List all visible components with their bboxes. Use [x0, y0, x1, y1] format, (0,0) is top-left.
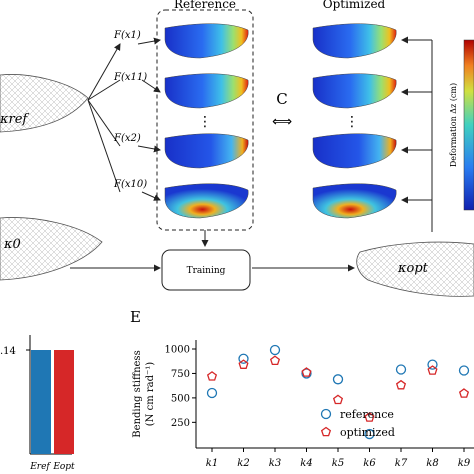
legend-optimized-label: optimized — [340, 426, 395, 439]
optimized-title: Optimized — [323, 0, 386, 11]
point-reference-k6 — [364, 428, 375, 440]
kappa-opt-label: κopt — [397, 261, 429, 276]
point-optimized-k7 — [395, 379, 407, 390]
reference-wings — [164, 23, 249, 219]
point-reference-k8 — [427, 359, 438, 370]
y-tick-label-250: 250 — [171, 418, 190, 429]
point-reference-k9 — [458, 365, 470, 376]
point-optimized-k1 — [206, 371, 218, 381]
y-tick-label-750: 750 — [171, 369, 190, 380]
point-optimized-k8 — [427, 365, 438, 375]
x-tick-label-k2: k2 — [237, 458, 249, 469]
colorbar-label: Deformation Δz (cm) — [449, 83, 458, 167]
reference-dots: ⋮ — [198, 114, 212, 130]
f-label-2: F(x11) — [113, 72, 147, 83]
x-tick-label-k7: k7 — [395, 458, 408, 469]
f-label-1: F(x1) — [113, 30, 141, 41]
panel-d: .14 Eref Eopt — [0, 335, 75, 472]
point-reference-k5 — [332, 374, 344, 385]
optimized-dots: ⋮ — [345, 114, 359, 130]
panel-e-letter: E — [130, 308, 141, 326]
legend-reference-marker — [320, 408, 332, 420]
point-optimized-k4 — [301, 367, 312, 377]
fan-arrows — [87, 37, 161, 201]
f-label-4: F(x10) — [113, 179, 147, 190]
training-box — [161, 249, 251, 291]
panel-e-ylabel-1: Bending stiffness — [132, 350, 143, 437]
wing-ref-mesh — [0, 74, 89, 133]
x-tick-label-k6: k6 — [363, 458, 376, 469]
colorbar — [463, 39, 474, 211]
x-tick-label-k1: k1 — [206, 458, 218, 469]
y-tick-label-1000: 1000 — [165, 345, 190, 356]
x-tick-label-k3: k3 — [269, 458, 281, 469]
point-optimized-k2 — [238, 359, 249, 369]
point-optimized-k6 — [364, 412, 375, 422]
optimized-wings — [312, 23, 397, 219]
point-optimized-k5 — [332, 394, 344, 405]
x-tick-label-k4: k4 — [300, 458, 312, 469]
point-reference-k4 — [301, 368, 312, 379]
y-tick-label-500: 500 — [171, 393, 190, 404]
wing-initial-mesh — [0, 217, 103, 281]
point-reference-k1 — [206, 387, 218, 399]
feedback-arrows — [401, 36, 433, 232]
bar-eopt — [54, 350, 74, 454]
bar-label-eopt: Eopt — [52, 462, 75, 472]
point-optimized-k3 — [269, 355, 281, 366]
legend-reference-label: reference — [340, 408, 394, 421]
panel-d-tick-label: .14 — [0, 346, 16, 357]
x-tick-label-k8: k8 — [426, 458, 438, 469]
bar-eref — [31, 350, 51, 454]
training-flow — [70, 230, 355, 272]
point-reference-k3 — [269, 344, 281, 356]
f-label-3: F(x2) — [113, 133, 141, 144]
panel-e: E Bending stiffness (N cm rad⁻¹) 250 500 7… — [130, 308, 474, 469]
training-label: Training — [187, 266, 226, 276]
point-reference-k7 — [395, 364, 407, 375]
point-reference-k2 — [238, 353, 249, 364]
panel-e-ylabel-2: (N cm rad⁻¹) — [145, 362, 156, 427]
x-tick-label-k9: k9 — [458, 458, 471, 469]
bar-label-eref: Eref — [29, 462, 51, 472]
point-optimized-k9 — [458, 388, 470, 398]
x-tick-label-k5: k5 — [332, 458, 344, 469]
legend: reference optimized — [320, 408, 395, 439]
kappa-0-label: κ0 — [3, 237, 21, 252]
legend-optimized-marker — [320, 426, 332, 437]
kappa-ref-label: κref — [0, 112, 29, 127]
wing-optimized-mesh — [356, 241, 474, 297]
reference-title: Reference — [174, 0, 236, 11]
compare-arrow: ⟺ — [272, 114, 292, 130]
loss-letter: C — [276, 90, 287, 108]
